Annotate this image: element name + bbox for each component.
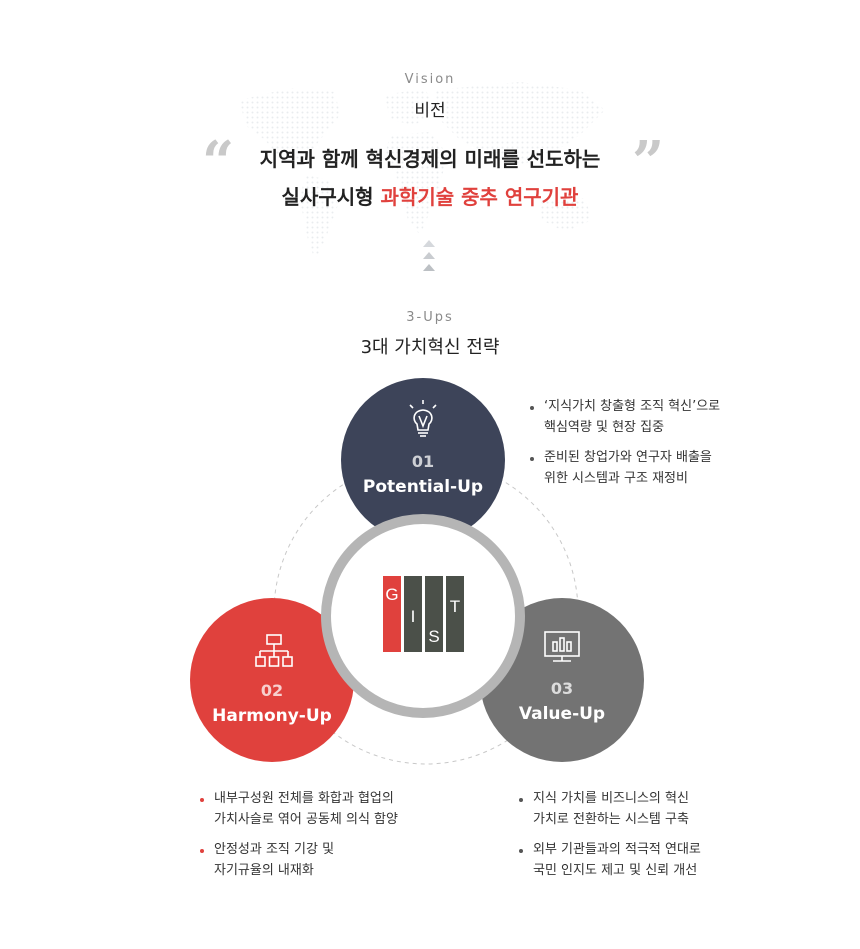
harmony-up-number: 02 bbox=[260, 681, 284, 700]
vision-statement: 지역과 함께 혁신경제의 미래를 선도하는 실사구시형 과학기술 중추 연구기관 bbox=[0, 140, 860, 216]
logo-letter-t: T bbox=[450, 597, 460, 616]
lightbulb-icon bbox=[409, 400, 437, 437]
world-map-background bbox=[240, 82, 605, 260]
close-quote-mark: ” bbox=[632, 129, 665, 195]
potential-up-name: Potential-Up bbox=[362, 477, 484, 497]
vision-title: 비전 bbox=[414, 101, 446, 121]
value-up-bullets: 지식 가치를 비즈니스의 혁신 가치로 전환하는 시스템 구축 외부 기관들과의… bbox=[519, 788, 759, 890]
potential-up-bullets: ‘지식가치 창출형 조직 혁신’으로 핵심역량 및 현장 집중 준비된 창업가와… bbox=[530, 396, 770, 498]
vision-statement-line1: 지역과 함께 혁신경제의 미래를 선도하는 bbox=[259, 147, 601, 171]
value-up-label: 03 Value-Up bbox=[480, 679, 644, 724]
vision-statement-plain: 실사구시형 bbox=[281, 185, 374, 209]
monitor-chart-icon bbox=[544, 631, 580, 662]
harmony-up-bullets: 내부구성원 전체를 화합과 협업의 가치사슬로 엮어 공동체 의식 함양 안정성… bbox=[200, 788, 460, 890]
logo-letter-s: S bbox=[428, 627, 439, 646]
harmony-up-label: 02 Harmony-Up bbox=[190, 681, 354, 726]
three-ups-diagram: G I S T bbox=[190, 378, 644, 765]
potential-up-number: 01 bbox=[411, 452, 435, 471]
gist-logo: G I S T bbox=[383, 576, 464, 652]
vision-statement-accent: 과학기술 중추 연구기관 bbox=[380, 185, 579, 209]
list-item: 내부구성원 전체를 화합과 협업의 가치사슬로 엮어 공동체 의식 함양 bbox=[200, 788, 460, 830]
harmony-up-circle bbox=[190, 598, 354, 762]
harmony-up-name: Harmony-Up bbox=[212, 706, 332, 726]
list-item: 지식 가치를 비즈니스의 혁신 가치로 전환하는 시스템 구축 bbox=[519, 788, 759, 830]
potential-up-circle bbox=[341, 378, 505, 542]
value-up-name: Value-Up bbox=[518, 704, 606, 724]
list-item: 외부 기관들과의 적극적 연대로 국민 인지도 제고 및 신뢰 개선 bbox=[519, 839, 759, 881]
vision-eyebrow: Vision bbox=[404, 72, 456, 87]
org-chart-icon bbox=[255, 634, 293, 667]
list-item: 안정성과 조직 기강 및 자기규율의 내재화 bbox=[200, 839, 460, 881]
strategy-title: 3대 가치혁신 전략 bbox=[360, 337, 500, 358]
open-quote-mark: “ bbox=[202, 129, 235, 195]
list-item: ‘지식가치 창출형 조직 혁신’으로 핵심역량 및 현장 집중 bbox=[530, 396, 770, 438]
vision-statement-line2: 실사구시형 과학기술 중추 연구기관 bbox=[0, 178, 860, 216]
logo-letter-g: G bbox=[385, 585, 398, 604]
center-ring bbox=[321, 514, 525, 718]
potential-up-label: 01 Potential-Up bbox=[341, 452, 505, 497]
value-up-number: 03 bbox=[550, 679, 574, 698]
logo-letter-i: I bbox=[411, 607, 416, 626]
list-item: 준비된 창업가와 연구자 배출을 위한 시스템과 구조 재정비 bbox=[530, 447, 770, 489]
up-arrows-icon bbox=[423, 240, 435, 271]
strategy-eyebrow: 3-Ups bbox=[406, 310, 454, 325]
